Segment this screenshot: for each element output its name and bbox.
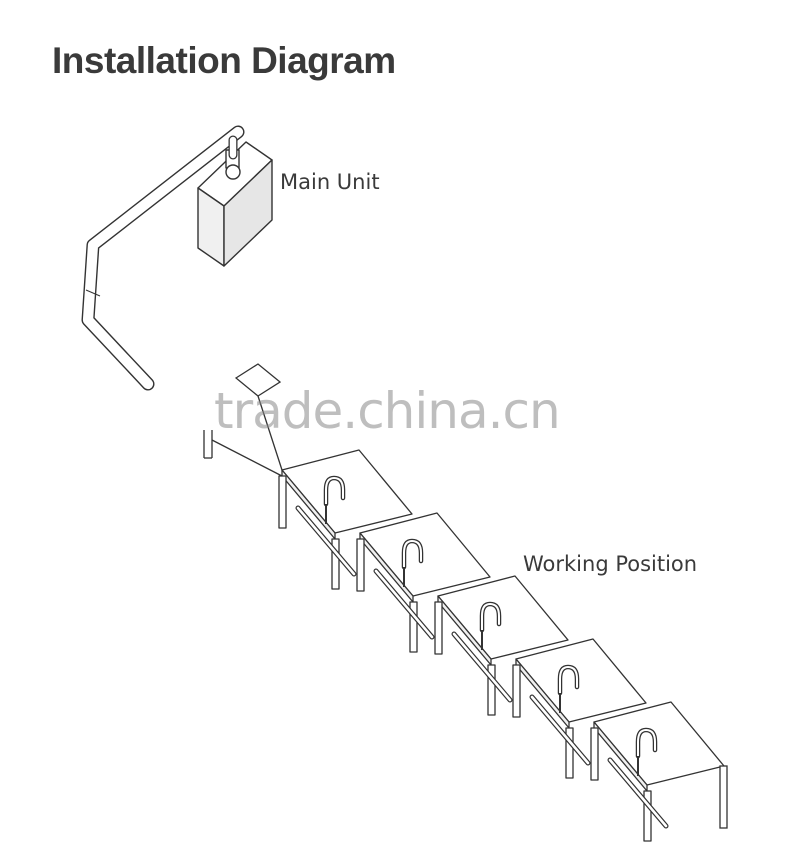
bench-leg [565,727,574,779]
watermark: trade.china.cn [214,382,561,440]
suction-arm [479,601,502,650]
bench-leg [590,727,599,781]
bench-leg [434,601,443,655]
bench-leg [643,790,652,842]
suction-arm [401,538,424,587]
bench-end-leg [719,765,728,829]
page-title: Installation Diagram [52,40,396,81]
bench-leg [278,475,287,529]
suction-arm [557,664,580,713]
main-unit-cabinet [197,141,273,267]
bench-top [437,575,569,660]
workstation-1 [278,449,413,590]
bench-leg [512,664,521,718]
bench-leg [331,538,340,590]
workstation-5 [590,701,725,842]
suction-arm [635,727,658,776]
working-position-label: Working Position [523,552,698,576]
duct-pipe [81,125,245,391]
bench-rail [211,439,283,477]
bench-leg [409,601,418,653]
workstation-4 [512,638,647,779]
bench-top [593,701,725,786]
workstation-3 [434,575,569,716]
pipe-joint [85,289,101,297]
bench-leg [356,538,365,592]
bench-top [359,512,491,597]
bench-top [281,449,413,534]
bench-rail [257,395,283,471]
main-unit-label: Main Unit [280,170,380,194]
workstations-group [211,395,728,842]
suction-arm [323,475,346,524]
bench-leg [487,664,496,716]
bench-top [515,638,647,723]
workstation-2 [356,512,491,653]
bench-left-end [203,363,282,459]
